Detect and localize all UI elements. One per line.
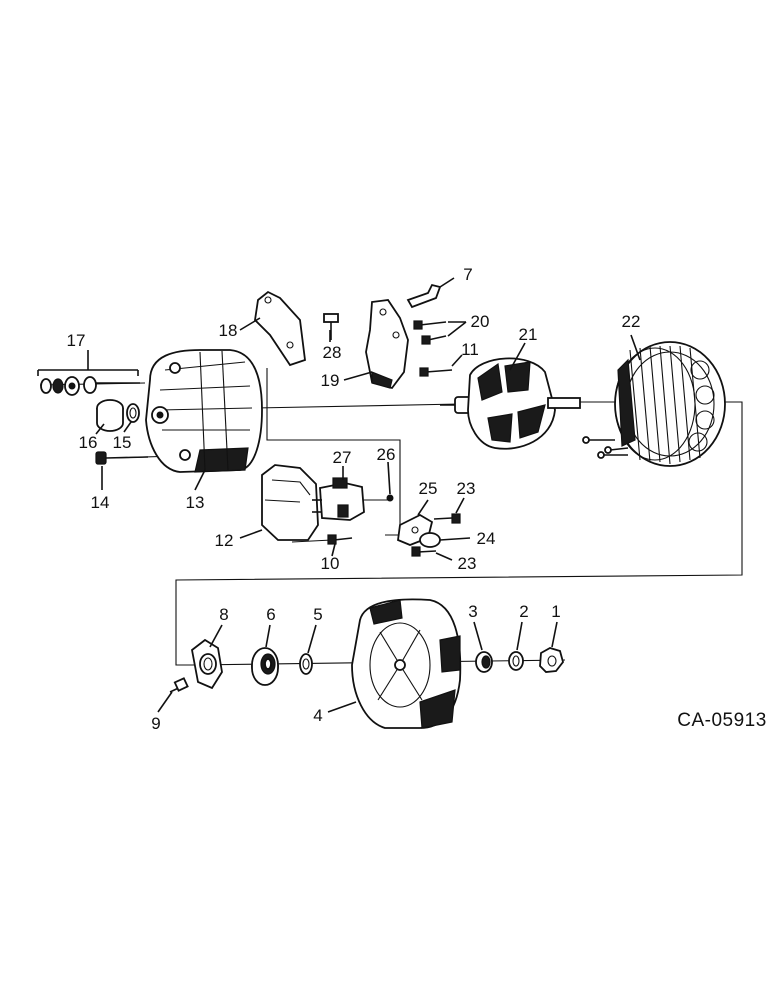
part-14-through-bolt [95,451,149,465]
callout-26: 26 [377,445,396,464]
part-28-screw [323,313,339,340]
callout-11: 11 [461,340,479,359]
callout-27: 27 [333,448,352,467]
callout-18: 18 [219,321,238,340]
part-6-bearing [251,647,279,686]
callout-9: 9 [151,714,160,733]
part-7-terminal-clip [406,283,442,309]
callout-6: 6 [266,605,275,624]
callout-2: 2 [519,602,528,621]
part-15-washer [126,403,140,423]
callout-28: 28 [323,343,342,362]
callout-15: 15 [113,433,132,452]
part-18-bracket [254,290,306,367]
part-21-rotor [440,357,581,450]
part-23-screw-upper [433,513,461,524]
callout-12: 12 [215,531,234,550]
part-27-brush-holder [312,477,365,521]
part-12-cover [261,464,319,541]
part-20-screws [413,320,447,345]
part-17-stud-washers [37,369,140,396]
callout-14: 14 [91,493,110,512]
callout-8: 8 [219,605,228,624]
callout-21: 21 [519,325,538,344]
drawing-number: CA-05913 [677,710,767,731]
callout-3: 3 [468,602,477,621]
part-24-capacitor [419,532,441,548]
callout-7: 7 [463,265,472,284]
callout-10: 10 [321,554,340,573]
callout-19: 19 [321,371,340,390]
part-16-bushing [96,399,124,432]
part-8-retainer-plate [191,638,223,690]
part-13-end-frame [145,349,263,473]
part-10-screw [327,534,353,545]
part-2-lock-washer [508,651,524,671]
part-22-stator [582,341,726,467]
callout-23-lower: 23 [458,554,477,573]
part-11-screw [419,367,453,377]
callout-20: 20 [471,312,490,331]
callout-17: 17 [67,331,86,350]
part-26-screw [386,494,394,502]
callout-25: 25 [419,479,438,498]
callout-4: 4 [313,706,322,725]
callout-5: 5 [313,605,322,624]
callout-16: 16 [79,433,98,452]
part-9-screw [169,677,189,693]
part-5-washer [299,653,313,675]
part-1-nut [539,647,564,673]
callout-labels: 1 2 3 4 5 6 7 8 9 10 11 12 13 14 15 16 1… [67,265,641,733]
part-19-brace [365,299,409,390]
callout-1: 1 [551,602,560,621]
callout-23-upper: 23 [457,479,476,498]
part-23-screw-lower [411,546,437,557]
callout-22: 22 [622,312,641,331]
leader-lines [87,277,641,713]
callout-13: 13 [186,493,205,512]
part-4-drive-end-frame [351,598,462,729]
part-3-collar [475,651,493,673]
callout-24: 24 [477,529,496,548]
